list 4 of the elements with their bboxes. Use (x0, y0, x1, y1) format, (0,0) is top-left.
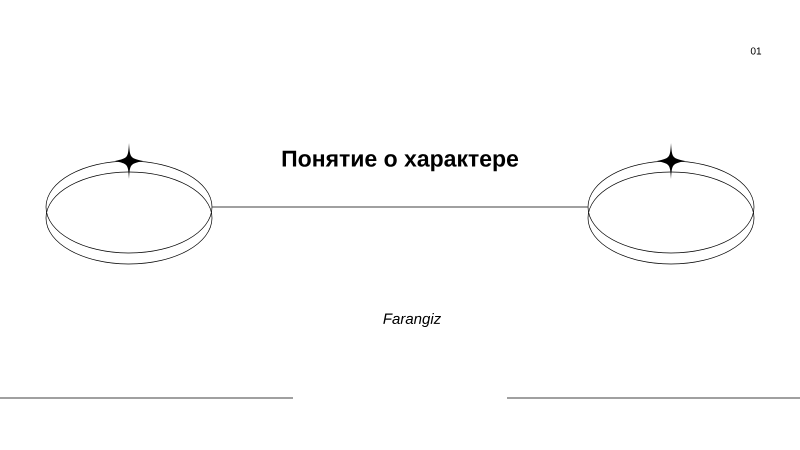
connector-line (212, 206, 588, 208)
page-number: 01 (750, 47, 762, 55)
author-name: Farangiz (383, 313, 441, 327)
slide-title: Понятие о характере (282, 150, 518, 172)
